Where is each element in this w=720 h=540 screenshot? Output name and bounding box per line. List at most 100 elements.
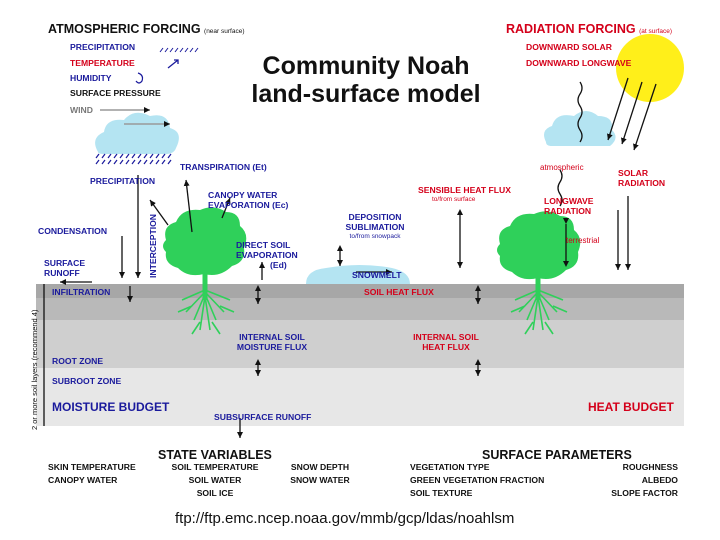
soil-heat-flux-label: SOIL HEAT FLUX bbox=[364, 287, 434, 297]
forcing-item-humidity: HUMIDITY bbox=[70, 73, 112, 83]
state-var-canopy-water: CANOPY WATER bbox=[48, 475, 118, 485]
subroot-zone-label: SUBROOT ZONE bbox=[52, 376, 122, 386]
internal-moisture-line-1: INTERNAL SOIL bbox=[239, 332, 305, 342]
state-vars-col-1: SKIN TEMPERATURE CANOPY WATER bbox=[48, 462, 136, 485]
tree-left-roots bbox=[177, 289, 235, 335]
state-var-soil-temp: SOIL TEMPERATURE bbox=[171, 462, 259, 472]
forcing-item-surface-pressure: SURFACE PRESSURE bbox=[70, 88, 161, 98]
interception-label: INTERCEPTION bbox=[148, 214, 158, 278]
radiation-forcing-qualifier: (at surface) bbox=[639, 28, 672, 35]
top-soil-layer bbox=[36, 298, 684, 320]
surface-params-col-2: ROUGHNESS ALBEDO SLOPE FACTOR bbox=[580, 462, 678, 498]
radiation-item-downward-longwave: DOWNWARD LONGWAVE bbox=[526, 58, 632, 68]
sensible-heat-label: SENSIBLE HEAT FLUX to/from surface bbox=[418, 185, 511, 205]
radiation-forcing-heading: RADIATION FORCING (at surface) bbox=[506, 22, 672, 36]
surface-band bbox=[36, 284, 684, 298]
param-soil-texture: SOIL TEXTURE bbox=[410, 488, 473, 498]
forcing-item-temperature: TEMPERATURE bbox=[70, 58, 135, 68]
internal-heat-line-2: HEAT FLUX bbox=[422, 342, 470, 352]
forcing-item-precipitation: PRECIPITATION bbox=[70, 42, 136, 52]
sun-icon bbox=[616, 34, 684, 102]
state-var-soil-water: SOIL WATER bbox=[188, 475, 242, 485]
state-var-snow-depth: SNOW DEPTH bbox=[290, 462, 350, 472]
precip-legend-icon bbox=[159, 47, 199, 53]
surface-params-col-1: VEGETATION TYPE GREEN VEGETATION FRACTIO… bbox=[410, 462, 544, 498]
temperature-legend-icon bbox=[167, 59, 179, 69]
surface-runoff-line-2: RUNOFF bbox=[44, 268, 80, 278]
snowpack bbox=[306, 265, 410, 284]
footer-url: ftp://ftp.emc.ncep.noaa.gov/mmb/gcp/ldas… bbox=[175, 510, 515, 527]
root-zone-label: ROOT ZONE bbox=[52, 356, 104, 366]
solar-radiation-line-2: RADIATION bbox=[618, 178, 666, 188]
heat-budget-label: HEAT BUDGET bbox=[588, 400, 674, 414]
page-title: Community Noah land-surface model bbox=[251, 52, 481, 108]
atmospheric-label: atmospheric bbox=[540, 163, 584, 172]
internal-moisture-line-2: MOISTURE FLUX bbox=[236, 342, 308, 352]
canopy-water-line-1: CANOPY WATER bbox=[208, 190, 278, 200]
state-variables-heading: STATE VARIABLES bbox=[158, 448, 272, 462]
state-vars-col-3: SNOW DEPTH SNOW WATER bbox=[278, 462, 362, 485]
state-var-snow-water: SNOW WATER bbox=[290, 475, 350, 485]
subroot-zone-layer bbox=[36, 368, 684, 426]
solar-ray-3 bbox=[633, 83, 657, 151]
tree-right-roots bbox=[510, 289, 568, 335]
param-green-veg-fraction: GREEN VEGETATION FRACTION bbox=[410, 475, 545, 485]
atmospheric-forcing-heading: ATMOSPHERIC FORCING (near surface) bbox=[48, 22, 245, 36]
sensible-heat-line-2: to/from surface bbox=[432, 196, 476, 203]
infiltration-label: INFILTRATION bbox=[52, 287, 111, 297]
longwave-line-1: LONGWAVE bbox=[544, 196, 594, 206]
solar-ray-2 bbox=[620, 81, 643, 145]
solar-ray-1 bbox=[606, 77, 629, 141]
terrestrial-label: terrestrial bbox=[566, 236, 600, 245]
longwave-wavy-2 bbox=[557, 169, 563, 207]
soil-layers-note: 2 or more soil layers (recommend 4) bbox=[30, 309, 39, 430]
forcing-item-wind: WIND bbox=[70, 105, 93, 115]
direct-soil-line-2: EVAPORATION bbox=[236, 250, 298, 260]
deposition-line-2: SUBLIMATION bbox=[345, 222, 405, 232]
canopy-water-label: CANOPY WATER EVAPORATION (Ec) bbox=[208, 190, 288, 210]
longwave-wavy bbox=[577, 81, 583, 143]
state-var-soil-ice: SOIL ICE bbox=[196, 488, 234, 498]
humidity-legend-icon bbox=[135, 72, 144, 84]
param-slope-factor: SLOPE FACTOR bbox=[611, 488, 678, 498]
precipitation-label: PRECIPITATION bbox=[90, 176, 156, 186]
transpiration-arrow bbox=[183, 179, 193, 233]
tree-left bbox=[163, 207, 247, 276]
internal-heat-line-1: INTERNAL SOIL bbox=[413, 332, 479, 342]
atmospheric-forcing-qualifier: (near surface) bbox=[204, 28, 245, 35]
sensible-heat-line-1: SENSIBLE HEAT FLUX bbox=[418, 185, 511, 195]
transpiration-label: TRANSPIRATION (Et) bbox=[180, 162, 267, 172]
state-vars-col-2: SOIL TEMPERATURE SOIL WATER SOIL ICE bbox=[160, 462, 270, 498]
deposition-line-3: to/from snowpack bbox=[349, 233, 401, 240]
condensation-label: CONDENSATION bbox=[38, 226, 108, 236]
deposition-line-1: DEPOSITION bbox=[348, 212, 402, 222]
direct-soil-label: DIRECT SOIL EVAPORATION (Ed) bbox=[236, 240, 298, 270]
root-zone-layer bbox=[36, 320, 684, 368]
rain-icon bbox=[95, 153, 172, 165]
state-var-skin-temp: SKIN TEMPERATURE bbox=[48, 462, 136, 472]
subsurface-runoff-label: SUBSURFACE RUNOFF bbox=[214, 412, 312, 422]
internal-heat-label: INTERNAL SOIL HEAT FLUX bbox=[404, 332, 488, 352]
longwave-line-2: RADIATION bbox=[544, 206, 592, 216]
surface-runoff-label: SURFACE RUNOFF bbox=[44, 258, 85, 278]
deposition-label: DEPOSITION SUBLIMATION to/from snowpack bbox=[330, 212, 420, 242]
param-roughness: ROUGHNESS bbox=[622, 462, 678, 472]
solar-radiation-label: SOLAR RADIATION bbox=[618, 168, 665, 188]
surface-runoff-line-1: SURFACE bbox=[44, 258, 86, 268]
radiation-item-downward-solar: DOWNWARD SOLAR bbox=[526, 42, 612, 52]
param-vegetation-type: VEGETATION TYPE bbox=[410, 462, 490, 472]
direct-soil-line-1: DIRECT SOIL bbox=[236, 240, 291, 250]
cloud-icon bbox=[95, 112, 179, 154]
surface-parameters-heading: SURFACE PARAMETERS bbox=[482, 448, 632, 462]
canopy-water-line-2: EVAPORATION (Ec) bbox=[208, 200, 289, 210]
interception-arrow bbox=[149, 199, 169, 226]
longwave-radiation-label: LONGWAVE RADIATION bbox=[544, 196, 594, 216]
solar-radiation-line-1: SOLAR bbox=[618, 168, 649, 178]
moisture-budget-label: MOISTURE BUDGET bbox=[52, 400, 170, 414]
snowmelt-label: SNOWMELT bbox=[352, 270, 402, 280]
direct-soil-line-3: (Ed) bbox=[270, 260, 287, 270]
param-albedo: ALBEDO bbox=[641, 475, 678, 485]
internal-moisture-label: INTERNAL SOIL MOISTURE FLUX bbox=[230, 332, 314, 352]
